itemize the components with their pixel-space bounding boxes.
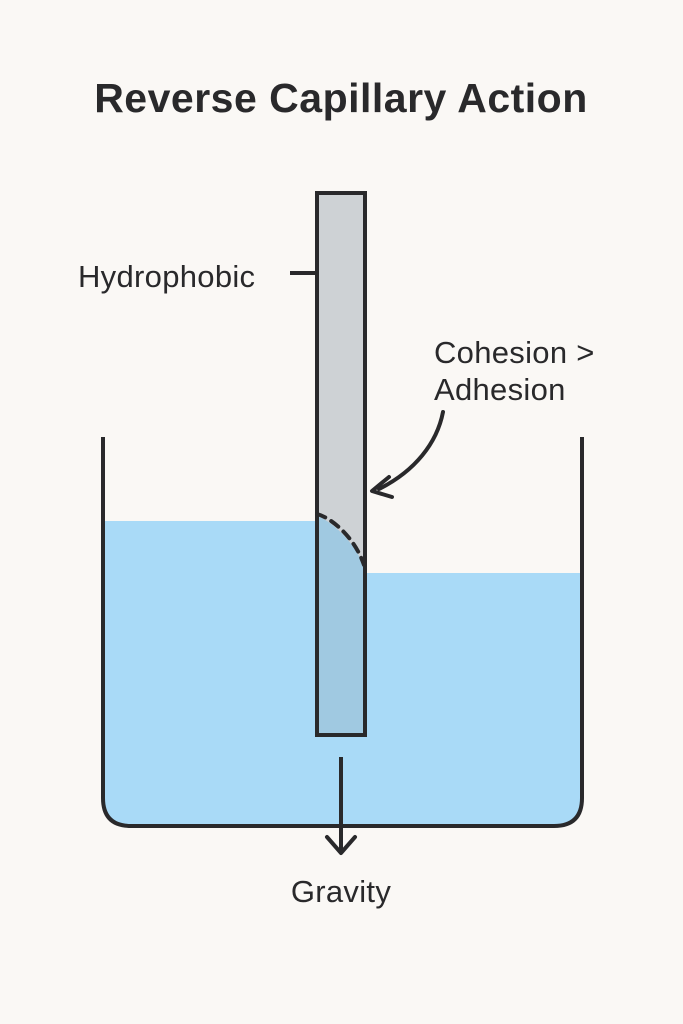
hydrophobic-tube-outline xyxy=(315,191,367,737)
gravity-label: Gravity xyxy=(291,874,391,909)
hydrophobic-label: Hydrophobic xyxy=(78,259,255,294)
water-body-right xyxy=(365,573,582,826)
meniscus-dashed-curve xyxy=(315,512,366,567)
water-inside-tube xyxy=(317,516,365,735)
cohesion-label-line1: Cohesion > xyxy=(434,335,595,370)
gravity-arrowhead-icon xyxy=(325,835,357,855)
cohesion-curved-arrow-shaft xyxy=(377,410,445,491)
cohesion-label-line2: Adhesion xyxy=(434,372,566,407)
water-body-left xyxy=(103,521,317,826)
cohesion-arrowhead-icon xyxy=(370,475,394,499)
diagram-title: Reverse Capillary Action xyxy=(94,75,588,121)
